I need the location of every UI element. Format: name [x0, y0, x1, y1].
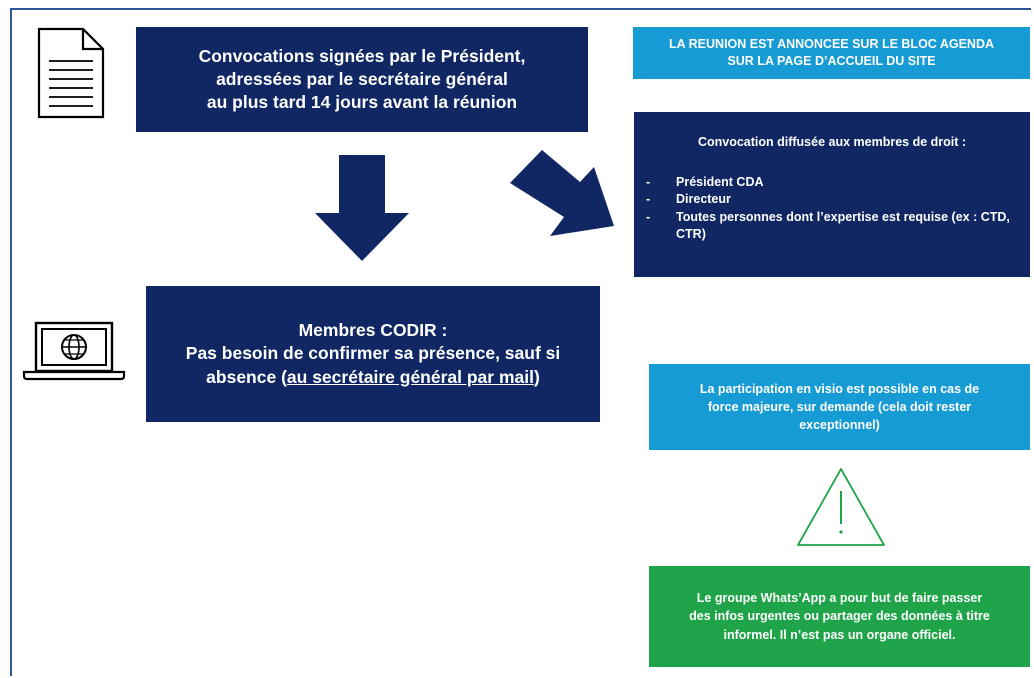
- codir-contact-link: au secrétaire général par mail: [286, 366, 534, 387]
- visio-line: force majeure, sur demande (cela doit re…: [707, 399, 972, 414]
- laptop-globe-icon: [22, 320, 126, 387]
- codir-line: Pas besoin de confirmer sa présence, sau…: [185, 343, 561, 364]
- visio-box: La participation en visio est possible e…: [649, 364, 1030, 450]
- diffusion-box: Convocation diffusée aux membres de droi…: [634, 112, 1030, 277]
- whatsapp-line: Le groupe Whats’App a pour but de faire …: [696, 591, 983, 606]
- whatsapp-box: Le groupe Whats’App a pour but de faire …: [649, 566, 1030, 667]
- agenda-box: LA REUNION EST ANNONCEE SUR LE BLOC AGEN…: [633, 27, 1030, 79]
- visio-line: La participation en visio est possible e…: [699, 381, 980, 396]
- list-item: Directeur: [646, 191, 1018, 209]
- agenda-line: LA REUNION EST ANNONCEE SUR LE BLOC AGEN…: [668, 37, 994, 52]
- agenda-line: SUR LA PAGE D’ACCUEIL DU SITE: [727, 54, 936, 68]
- visio-line: exceptionnel): [799, 418, 880, 433]
- codir-box: Membres CODIR : Pas besoin de confirmer …: [146, 286, 600, 422]
- codir-line-suffix: ): [533, 366, 540, 387]
- convocations-box: Convocations signées par le Président, a…: [136, 27, 588, 132]
- convocations-line: adressées par le secrétaire général: [216, 68, 508, 89]
- codir-line-prefix: absence (: [206, 366, 287, 387]
- arrow-diagonal-icon: [510, 150, 620, 245]
- diffusion-heading: Convocation diffusée aux membres de droi…: [697, 135, 967, 149]
- document-icon: [36, 26, 106, 125]
- diagram-frame: [10, 8, 1031, 676]
- warning-icon: [795, 466, 887, 553]
- whatsapp-line: informel. Il n’est pas un organe officie…: [723, 627, 956, 642]
- convocations-line: Convocations signées par le Président,: [198, 45, 526, 66]
- arrow-down-icon: [315, 155, 409, 268]
- convocations-line: au plus tard 14 jours avant la réunion: [206, 92, 518, 113]
- diffusion-list: Président CDA Directeur Toutes personnes…: [646, 174, 1018, 244]
- codir-line: absence (au secrétaire général par mail): [146, 366, 600, 389]
- list-item: Toutes personnes dont l’expertise est re…: [646, 209, 1018, 244]
- codir-title: Membres CODIR :: [298, 320, 448, 341]
- list-item: Président CDA: [646, 174, 1018, 192]
- whatsapp-line: des infos urgentes ou partager des donné…: [689, 609, 990, 624]
